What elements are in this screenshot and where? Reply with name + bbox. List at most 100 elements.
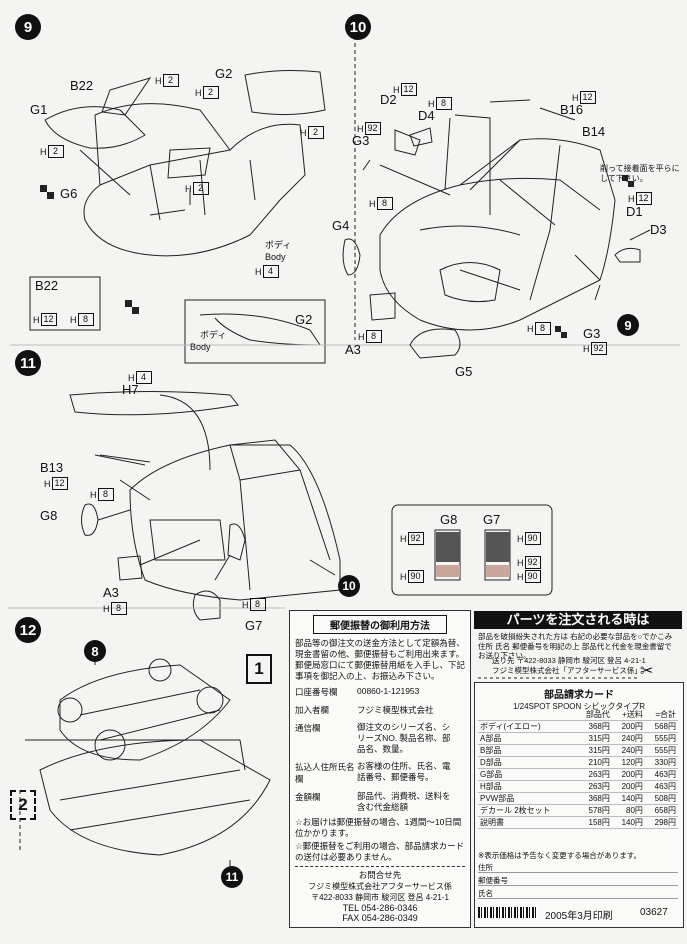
part-price: 315円 (575, 732, 612, 745)
label-body-jp: ボディ (265, 240, 292, 250)
label-g8-inset: G8 (440, 512, 458, 527)
price-note: ※表示価格は予告なく変更する場合があります。 (478, 851, 642, 860)
view-arrow-1: 1 (246, 654, 272, 684)
label-g1: G1 (30, 102, 48, 117)
shipping: 140円 (611, 816, 645, 829)
header-cell: =合計 (644, 709, 678, 721)
step-11-number: 11 (15, 350, 41, 376)
part-name: PVW部品 (478, 792, 576, 805)
label-d2: D2 (380, 92, 397, 107)
postal-note-2: ☆郵便振替をご利用の場合、部品請求カードの送付は必要ありません。 (295, 841, 465, 862)
postal-row-value: 御注文のシリーズ名、シリーズNO. 製品名称、部品名、数量。 (357, 722, 451, 754)
label-g8: G8 (40, 508, 58, 523)
total: 463円 (644, 768, 678, 781)
shipping: 80円 (611, 804, 645, 817)
total: 463円 (644, 780, 678, 793)
label-d3: D3 (650, 222, 667, 237)
total: 555円 (644, 732, 678, 745)
part-name: デカール 2枚セット (478, 804, 576, 817)
shipping: 200円 (611, 768, 645, 781)
contact-tel: TEL 054-286-0346 (342, 903, 418, 913)
label-g4: G4 (332, 218, 350, 233)
part-price: 368円 (575, 792, 612, 805)
step-ref-10: 10 (338, 575, 360, 597)
step-10-number: 10 (345, 14, 371, 40)
postal-note-1: ☆お届けは郵便振替の場合、1週間〜10日間位かかります。 (295, 817, 462, 838)
field-name: 氏名 (478, 888, 678, 899)
postal-row-value: お客様の住所、氏名、電話番号、郵便番号。 (357, 761, 451, 782)
label-g7: G7 (245, 618, 263, 633)
part-name: G部品 (478, 768, 576, 781)
part-price: 263円 (575, 780, 612, 793)
label-g2-inset: G2 (295, 312, 313, 327)
step-12-number: 12 (15, 617, 41, 643)
order-title: パーツを注文される時は (474, 611, 682, 629)
field-postal-code: 郵便番号 (478, 875, 678, 886)
barcode (478, 907, 538, 918)
order-company: フジミ模型株式会社「アフターサービス係」 (492, 666, 642, 675)
label-d1: D1 (626, 204, 643, 219)
postal-intro: 部品等の御注文の送金方法として定額為替、現金書留の他、郵便振替もご利用出来ます。… (295, 638, 466, 681)
step-ref-8: 8 (84, 640, 106, 662)
part-name: H部品 (478, 780, 576, 793)
sanding-note: 削って接着面を平らにして下さい。 (600, 164, 680, 183)
shipping: 200円 (611, 780, 645, 793)
field-label: 住所 (478, 863, 493, 872)
label-b16: B16 (560, 102, 584, 117)
label-g7-inset: G7 (483, 512, 501, 527)
order-address: 送り先 〒422-8033 静岡市 駿河区 登呂 4-21-1 (492, 656, 646, 665)
label-d4: D4 (418, 108, 435, 123)
part-name: D部品 (478, 756, 576, 769)
part-price: 368円 (575, 720, 612, 733)
label-g6: G6 (60, 186, 78, 201)
shipping: 240円 (611, 732, 645, 745)
label-b22: B22 (70, 78, 94, 93)
field-address: 住所 (478, 862, 678, 873)
total: 330円 (644, 756, 678, 769)
total: 658円 (644, 804, 678, 817)
part-price: 315円 (575, 744, 612, 757)
part-price: 578円 (575, 804, 612, 817)
part-price: 263円 (575, 768, 612, 781)
contact-address: 〒422-8033 静岡市 駿河区 登呂 4-21-1 (311, 893, 449, 902)
part-price: 210円 (575, 756, 612, 769)
header-cell: +送料 (611, 709, 645, 721)
shipping: 140円 (611, 792, 645, 805)
label-g2: G2 (215, 66, 233, 81)
postal-transfer-panel: 郵便振替の御利用方法 部品等の御注文の送金方法として定額為替、現金書留の他、郵便… (289, 610, 471, 928)
card-title: 部品請求カード (544, 690, 614, 701)
postal-row-value: 部品代、消費税、送料を含む代金総額 (357, 791, 451, 812)
postal-row-value: 00860-1-121953 (357, 686, 420, 696)
product-code: 03627 (640, 907, 668, 918)
field-label: 氏名 (478, 889, 493, 898)
header-cell (478, 709, 576, 721)
part-name: B部品 (478, 744, 576, 757)
